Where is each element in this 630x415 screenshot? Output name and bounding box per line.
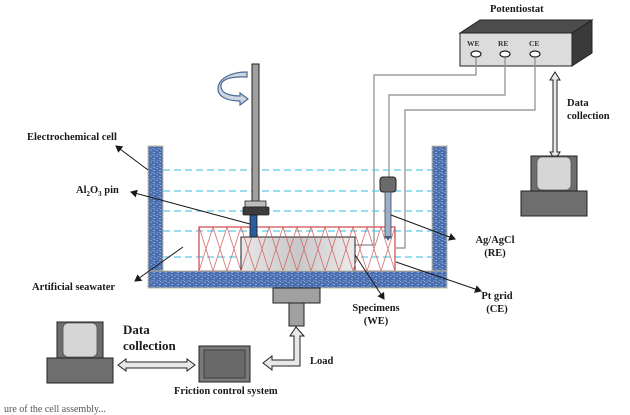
leader-lines <box>115 145 482 300</box>
label-specimens-line1: Specimens <box>352 303 400 314</box>
port-label-re: RE <box>498 39 509 48</box>
we-port[interactable] <box>470 50 482 58</box>
wires <box>355 57 536 249</box>
re-port[interactable] <box>499 50 511 58</box>
pin-label-sub2: 3 <box>98 190 102 199</box>
label-data-collection-left-line2: collection <box>123 338 176 353</box>
potentiostat-title: Potentiostat <box>490 4 544 15</box>
label-counter-electrode-line2: (CE) <box>486 304 508 315</box>
ce-port[interactable] <box>529 50 541 58</box>
data-collection-arrow-right <box>549 71 561 161</box>
label-counter-electrode: Pt grid (CE) <box>477 290 517 316</box>
label-data-collection-right-line1: Data <box>567 98 589 109</box>
port-label-ce: CE <box>529 39 540 48</box>
rotation-arrow-icon <box>217 71 249 107</box>
label-data-collection-right: Data collection <box>567 97 610 123</box>
friction-control-system <box>198 345 251 383</box>
reference-electrode <box>379 176 397 241</box>
label-ref-electrode-line1: Ag/AgCl <box>475 235 515 246</box>
data-collection-arrow-left <box>117 358 196 372</box>
label-friction-control-system: Friction control system <box>174 386 278 397</box>
we-wire <box>355 57 477 246</box>
load-platform <box>272 287 321 327</box>
label-specimens: Specimens (WE) <box>348 302 404 328</box>
label-ref-electrode-line2: (RE) <box>484 248 506 259</box>
ce-wire <box>396 57 536 249</box>
label-data-collection-left-line1: Data <box>123 322 150 337</box>
al2o3-pin <box>249 214 258 238</box>
pin-label-mid: O <box>90 185 99 196</box>
label-electrochemical-cell: Electrochemical cell <box>27 132 117 143</box>
specimen <box>240 236 356 272</box>
load-arrow <box>262 326 306 372</box>
rotating-shaft <box>242 63 270 238</box>
pin-label-prefix: Al <box>76 185 87 196</box>
re-wire <box>388 57 506 178</box>
figure-caption: ure of the cell assembly... <box>4 404 106 415</box>
label-data-collection-left: Data collection <box>123 322 176 354</box>
label-artificial-seawater: Artificial seawater <box>32 282 116 293</box>
pt-grid-wire-2 <box>198 225 396 273</box>
pin-label-sub1: 2 <box>86 190 91 199</box>
electrochemical-cell <box>147 145 448 289</box>
port-label-we: WE <box>467 39 480 48</box>
label-specimens-line2: (WE) <box>363 316 389 327</box>
label-data-collection-right-line2: collection <box>567 111 610 122</box>
label-ref-electrode: Ag/AgCl (RE) <box>470 234 520 260</box>
pin-label-suffix: pin <box>101 185 119 196</box>
label-load: Load <box>310 356 334 367</box>
label-al2o3-pin: Al2O3 pin <box>76 184 119 201</box>
label-counter-electrode-line1: Pt grid <box>481 291 513 302</box>
potentiostat <box>458 19 594 67</box>
computer-right <box>520 155 588 217</box>
computer-left <box>46 321 114 384</box>
